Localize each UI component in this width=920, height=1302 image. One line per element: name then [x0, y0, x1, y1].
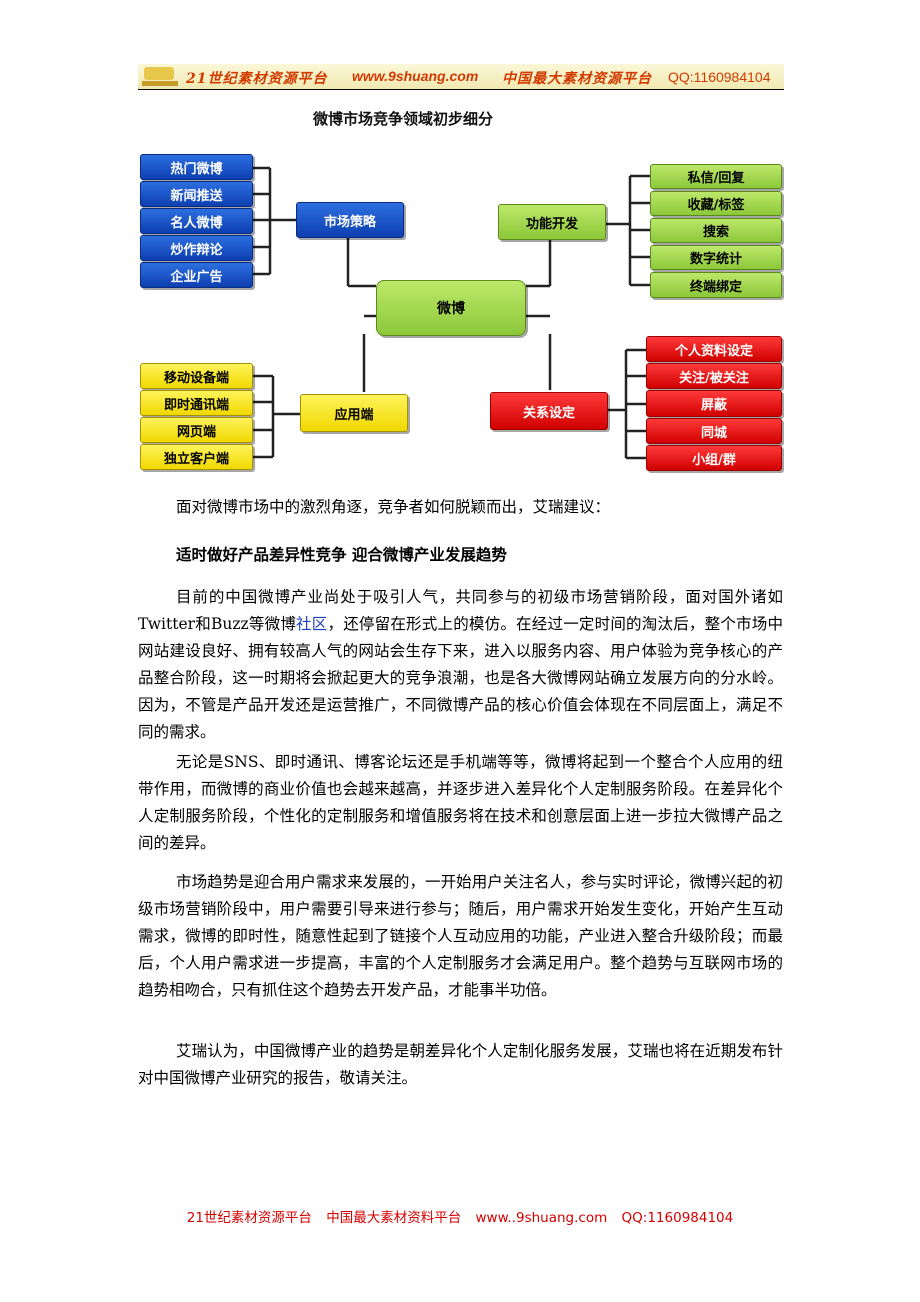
- paragraph-4: 艾瑞认为，中国微博产业的趋势是朝差异化个人定制化服务发展，艾瑞也将在近期发布针对…: [138, 1042, 783, 1087]
- header-url[interactable]: www.9shuang.com: [352, 68, 479, 84]
- weibo-market-diagram: 微博市场竞争领域初步细分 热门微博 新闻推送 名人微博 炒作辩论 企业广告 市场…: [138, 104, 784, 474]
- node-application: 应用端: [300, 394, 408, 432]
- node-news-push: 新闻推送: [140, 181, 253, 207]
- node-block: 屏蔽: [646, 390, 782, 417]
- node-enterprise-ads: 企业广告: [140, 262, 253, 288]
- node-search: 搜索: [650, 218, 782, 243]
- diagram-connectors: [253, 166, 650, 460]
- site-logo-icon: [142, 66, 178, 88]
- node-private-msg: 私信/回复: [650, 164, 782, 189]
- community-link[interactable]: 社区: [296, 615, 328, 633]
- footer: 21世纪素材资源平台 中国最大素材资料平台 www..9shuang.com Q…: [0, 1206, 920, 1226]
- header-site-name: 21世纪素材资源平台: [186, 71, 328, 87]
- node-function-dev: 功能开发: [498, 204, 606, 240]
- header-banner: 21世纪素材资源平台 www.9shuang.com 中国最大素材资源平台 QQ…: [138, 64, 784, 90]
- node-market-strategy: 市场策略: [296, 202, 404, 238]
- paragraph-1-part-b: ，还停留在形式上的模仿。在经过一定时间的淘汰后，整个市场中网站建设良好、拥有较高…: [138, 615, 783, 741]
- node-same-city: 同城: [646, 418, 782, 444]
- diagram-title: 微博市场竞争领域初步细分: [313, 110, 494, 128]
- node-standalone-client: 独立客户端: [140, 444, 253, 470]
- section-heading: 适时做好产品差异性竞争 迎合微博产业发展趋势: [176, 546, 507, 564]
- footer-site-name: 21世纪素材资源平台: [186, 1210, 312, 1226]
- footer-slogan: 中国最大素材资料平台: [326, 1210, 462, 1226]
- node-profile-settings: 个人资料设定: [646, 336, 782, 362]
- node-groups: 小组/群: [646, 445, 782, 471]
- header-slogan: 中国最大素材资源平台: [502, 71, 652, 87]
- paragraph-2: 无论是SNS、即时通讯、博客论坛还是手机端等等，微博将起到一个整合个人应用的纽带…: [138, 753, 783, 852]
- intro-text: 面对微博市场中的激烈角逐，竞争者如何脱颖而出，艾瑞建议：: [176, 498, 611, 516]
- node-im-client: 即时通讯端: [140, 390, 253, 416]
- node-relation-settings: 关系设定: [490, 392, 608, 430]
- node-favorites-tags: 收藏/标签: [650, 191, 782, 216]
- node-celebrity-weibo: 名人微博: [140, 208, 253, 234]
- footer-url[interactable]: www..9shuang.com: [475, 1210, 608, 1226]
- header-qq: QQ:1160984104: [668, 69, 771, 85]
- node-terminal-binding: 终端绑定: [650, 272, 782, 298]
- paragraph-1: 目前的中国微博产业尚处于吸引人气，共同参与的初级市场营销阶段，面对国外诸如Twi…: [138, 584, 783, 746]
- paragraph-1-part-a: 目前的中国微博产业尚处于吸引人气，共同参与的初级市场营销阶段，面对国外诸如Twi…: [138, 588, 783, 633]
- node-web: 网页端: [140, 417, 253, 443]
- node-hot-weibo: 热门微博: [140, 154, 253, 180]
- paragraph-3: 市场趋势是迎合用户需求来发展的，一开始用户关注名人，参与实时评论，微博兴起的初级…: [138, 873, 783, 999]
- footer-qq: QQ:1160984104: [621, 1210, 734, 1226]
- node-hype-debate: 炒作辩论: [140, 235, 253, 261]
- node-statistics: 数字统计: [650, 245, 782, 270]
- node-mobile-device: 移动设备端: [140, 363, 253, 389]
- node-follow: 关注/被关注: [646, 363, 782, 389]
- node-center-weibo: 微博: [376, 280, 526, 336]
